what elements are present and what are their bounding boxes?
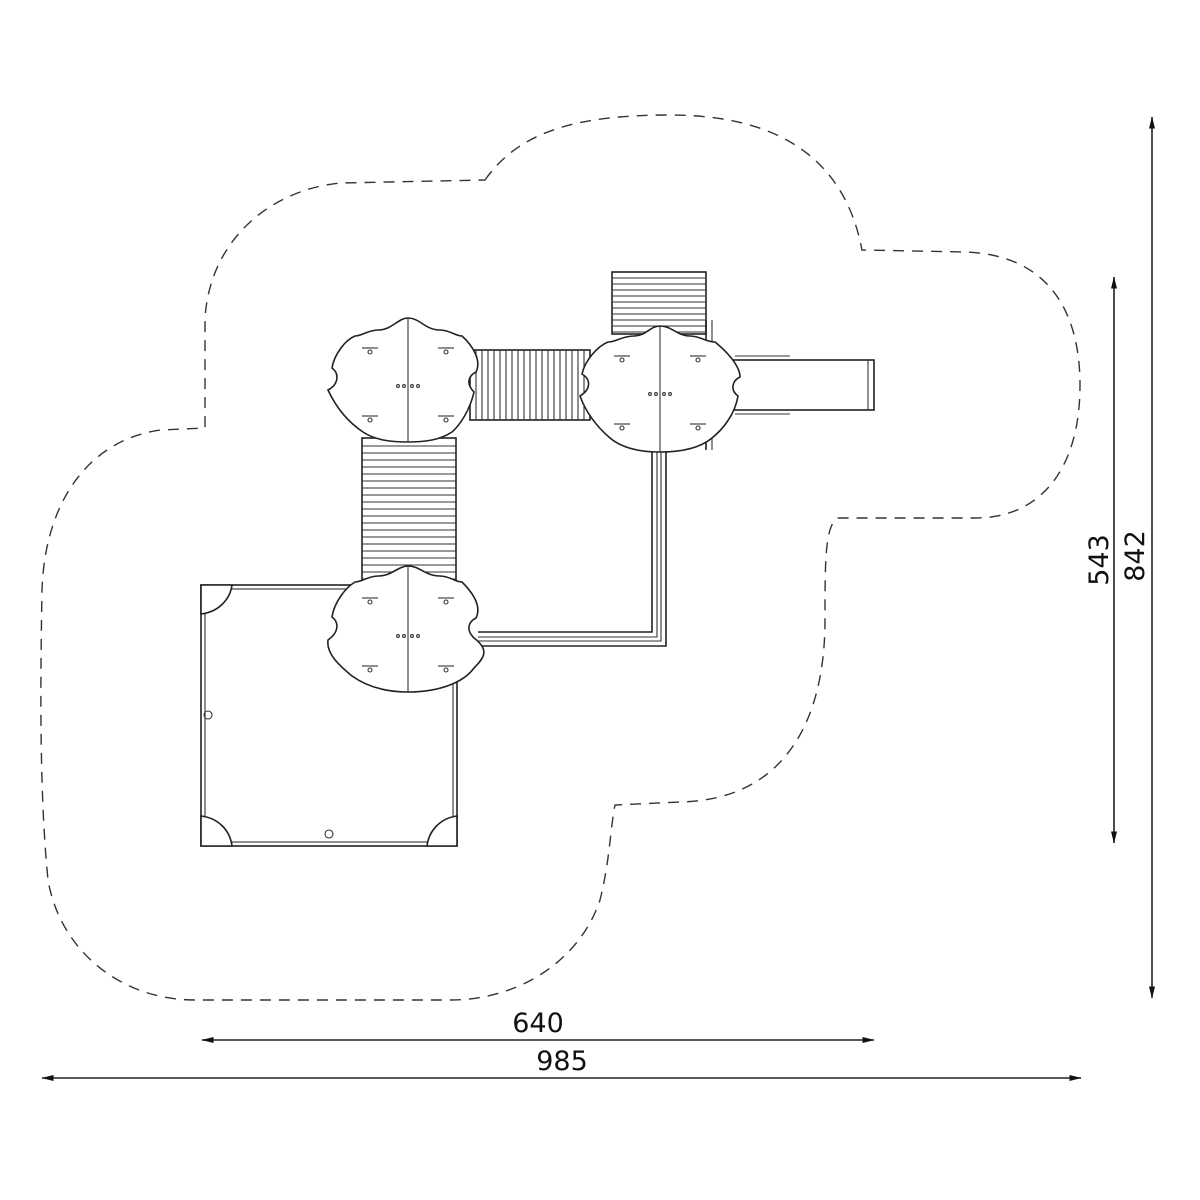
dim-width-outer-label: 985 bbox=[536, 1046, 588, 1077]
tower-top-left bbox=[326, 317, 479, 443]
tower-top-right bbox=[579, 325, 741, 453]
dim-height-outer-label: 842 bbox=[1120, 530, 1151, 582]
tower-bottom bbox=[327, 565, 485, 693]
stair-platform bbox=[611, 271, 707, 335]
handrail bbox=[478, 450, 667, 647]
dim-height-inner-label: 543 bbox=[1084, 534, 1115, 586]
tower-bolt-details bbox=[362, 347, 706, 673]
safety-zone-outline bbox=[40, 114, 1081, 1001]
bridge-vertical bbox=[361, 437, 457, 587]
sandbox bbox=[200, 584, 458, 847]
bridge-horizontal bbox=[469, 349, 591, 421]
dim-width-inner-label: 640 bbox=[512, 1008, 564, 1039]
